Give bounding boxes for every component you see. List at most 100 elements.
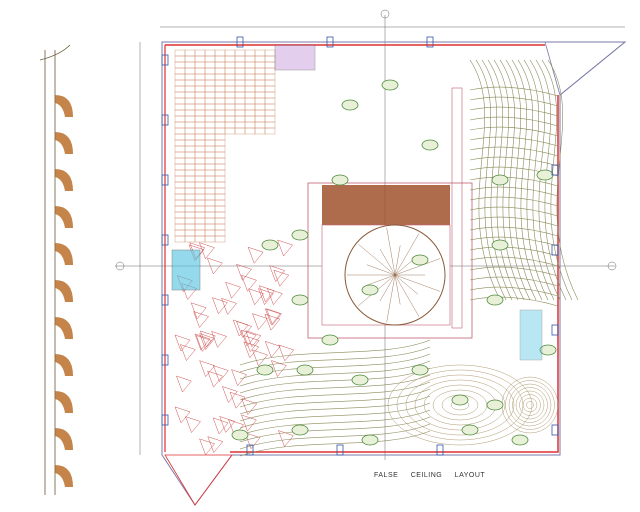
brick <box>185 230 195 236</box>
facet <box>258 289 273 305</box>
brick <box>265 92 275 98</box>
brick <box>175 74 185 80</box>
facet <box>265 314 280 330</box>
brick <box>265 56 275 62</box>
ceiling-pod <box>492 240 508 250</box>
brick <box>185 62 195 68</box>
facet <box>226 282 241 298</box>
brick <box>175 212 185 218</box>
column <box>337 445 343 455</box>
brick <box>225 104 235 110</box>
brick <box>215 182 225 188</box>
column <box>552 325 558 335</box>
column <box>437 445 443 455</box>
brick <box>175 182 185 188</box>
brick <box>195 152 205 158</box>
facet <box>213 418 228 434</box>
facet <box>180 345 195 361</box>
facet <box>252 314 267 330</box>
facet <box>175 335 190 351</box>
brick <box>185 134 195 140</box>
brick <box>255 98 265 104</box>
brick <box>235 62 245 68</box>
brick <box>185 146 195 152</box>
brick <box>185 206 195 212</box>
striped-ceiling-bottom <box>240 340 430 456</box>
brick <box>255 62 265 68</box>
brick <box>255 116 265 122</box>
brick <box>245 56 255 62</box>
ceiling-pod <box>352 375 368 385</box>
brick <box>205 62 215 68</box>
brick <box>185 236 195 242</box>
ceiling-pod <box>292 295 308 305</box>
stripe <box>470 217 558 226</box>
facet <box>242 399 257 415</box>
brick <box>265 50 275 56</box>
brick <box>245 128 255 134</box>
brick <box>265 68 275 74</box>
brick <box>195 188 205 194</box>
brick <box>215 62 225 68</box>
ceiling-pod <box>292 425 308 435</box>
brick <box>215 116 225 122</box>
brick <box>225 110 235 116</box>
brick <box>225 86 235 92</box>
brick <box>175 200 185 206</box>
facet <box>279 345 294 361</box>
facet <box>191 303 206 319</box>
facet <box>200 334 215 350</box>
brick <box>205 74 215 80</box>
brick <box>215 134 225 140</box>
section-fin <box>55 465 73 487</box>
brick <box>205 110 215 116</box>
brick <box>195 236 205 242</box>
facet <box>278 240 293 256</box>
brick <box>205 128 215 134</box>
brick <box>265 122 275 128</box>
brick <box>235 74 245 80</box>
brick <box>245 92 255 98</box>
ceiling-pod <box>452 395 468 405</box>
brick <box>235 56 245 62</box>
facet <box>208 437 223 453</box>
stripe <box>470 187 558 196</box>
facet <box>266 309 281 325</box>
brick <box>235 122 245 128</box>
brick <box>185 194 195 200</box>
brick <box>245 98 255 104</box>
brick <box>235 128 245 134</box>
brick <box>215 80 225 86</box>
brick <box>255 122 265 128</box>
brick <box>215 98 225 104</box>
ceiling-pod <box>537 170 553 180</box>
facet <box>212 298 227 314</box>
ceiling-pod <box>382 80 398 90</box>
stripe <box>240 424 430 449</box>
brick <box>215 122 225 128</box>
brick <box>185 98 195 104</box>
brick <box>215 236 225 242</box>
ceiling-pod <box>332 175 348 185</box>
brick <box>235 116 245 122</box>
brick <box>205 50 215 56</box>
brick <box>175 140 185 146</box>
brick <box>185 80 195 86</box>
contour <box>523 398 537 412</box>
brick <box>245 74 255 80</box>
brick <box>215 50 225 56</box>
stripe <box>470 147 558 156</box>
brick <box>225 98 235 104</box>
brick <box>185 74 195 80</box>
facet <box>185 417 200 433</box>
brick <box>195 92 205 98</box>
brick <box>215 188 225 194</box>
brick <box>175 110 185 116</box>
brick <box>235 68 245 74</box>
stripe <box>240 389 430 414</box>
brick <box>185 50 195 56</box>
brick <box>205 176 215 182</box>
brick <box>175 128 185 134</box>
section-fin <box>55 132 73 154</box>
brick <box>205 80 215 86</box>
